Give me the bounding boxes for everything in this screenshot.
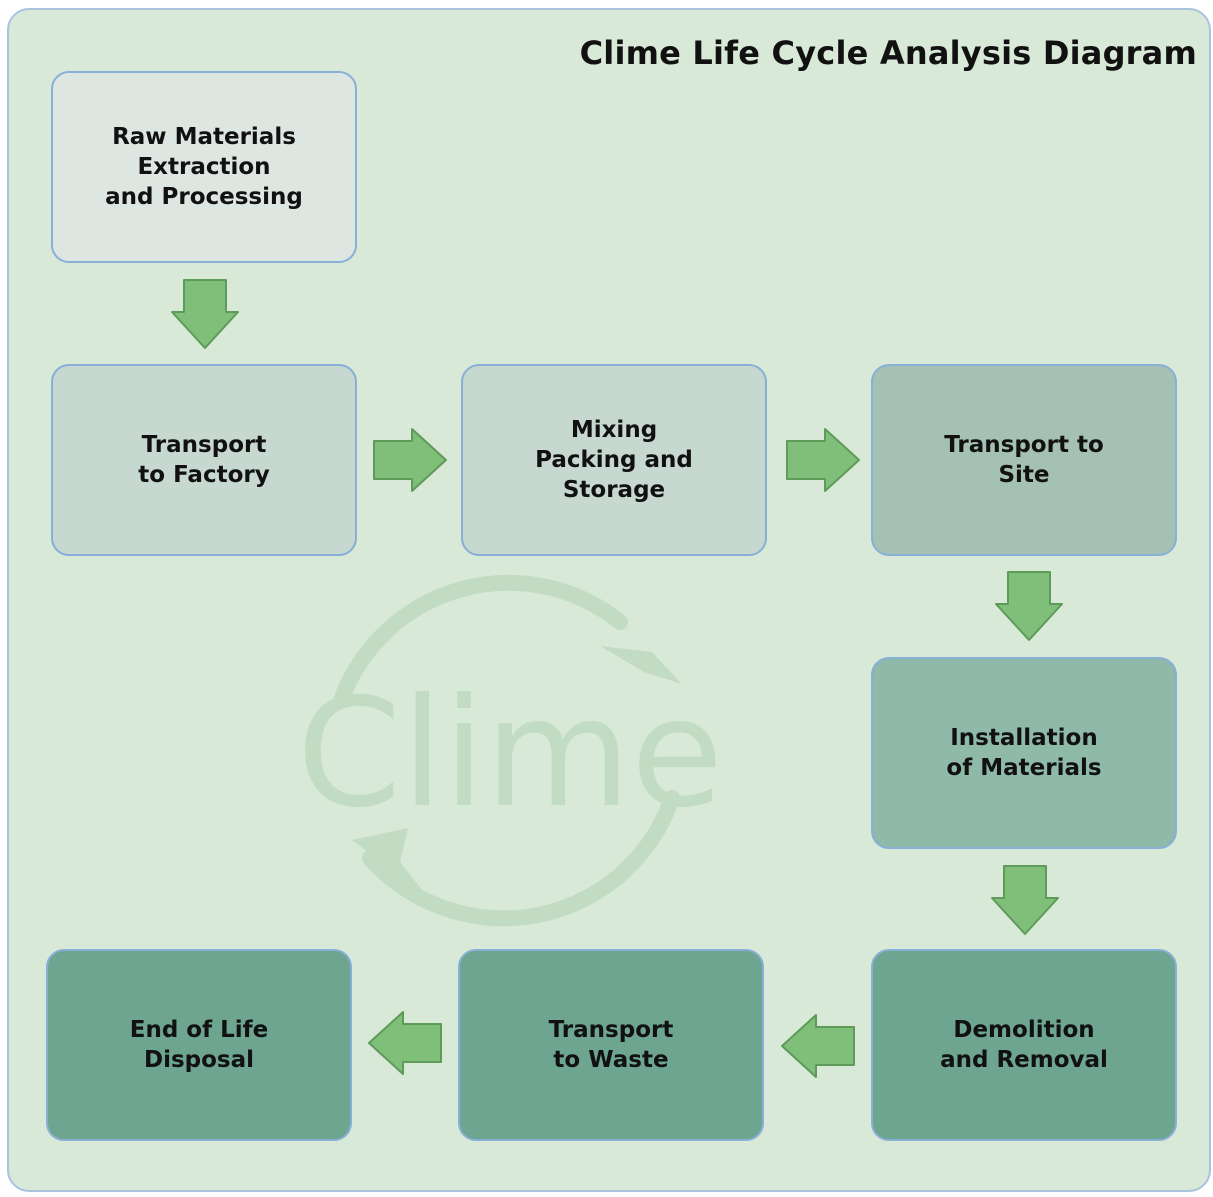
clime-watermark-logo: Clime	[300, 574, 720, 927]
arrowhead-top-icon	[600, 646, 682, 684]
step-transport-to-factory: Transport to Factory	[51, 364, 357, 556]
step-label: Transport to Site	[944, 432, 1104, 488]
arrow-down-icon	[991, 865, 1059, 935]
diagram-title: Clime Life Cycle Analysis Diagram	[579, 34, 1197, 72]
step-transport-to-waste: Transport to Waste	[458, 949, 764, 1141]
arrow-down-icon	[995, 571, 1063, 641]
step-label: Mixing Packing and Storage	[535, 417, 693, 503]
arrow-right-icon	[786, 428, 860, 492]
recycle-arrows-icon	[334, 574, 680, 927]
step-label: End of Life Disposal	[129, 1017, 269, 1073]
arrow-left-icon	[368, 1011, 442, 1075]
step-label: Transport to Factory	[138, 432, 270, 488]
arrow-down-icon	[171, 279, 239, 349]
step-label: Installation of Materials	[946, 725, 1102, 781]
step-end-of-life-disposal: End of Life Disposal	[46, 949, 352, 1141]
arrow-left-icon	[781, 1014, 855, 1078]
arrow-right-icon	[373, 428, 447, 492]
step-mixing-packing-storage: Mixing Packing and Storage	[461, 364, 767, 556]
step-transport-to-site: Transport to Site	[871, 364, 1177, 556]
step-label: Raw Materials Extraction and Processing	[105, 124, 303, 210]
step-raw-materials: Raw Materials Extraction and Processing	[51, 71, 357, 263]
arrowhead-bottom-icon	[352, 828, 430, 900]
step-demolition-removal: Demolition and Removal	[871, 949, 1177, 1141]
step-installation: Installation of Materials	[871, 657, 1177, 849]
watermark-text: Clime	[300, 667, 720, 841]
step-label: Transport to Waste	[548, 1017, 674, 1073]
step-label: Demolition and Removal	[940, 1017, 1108, 1073]
